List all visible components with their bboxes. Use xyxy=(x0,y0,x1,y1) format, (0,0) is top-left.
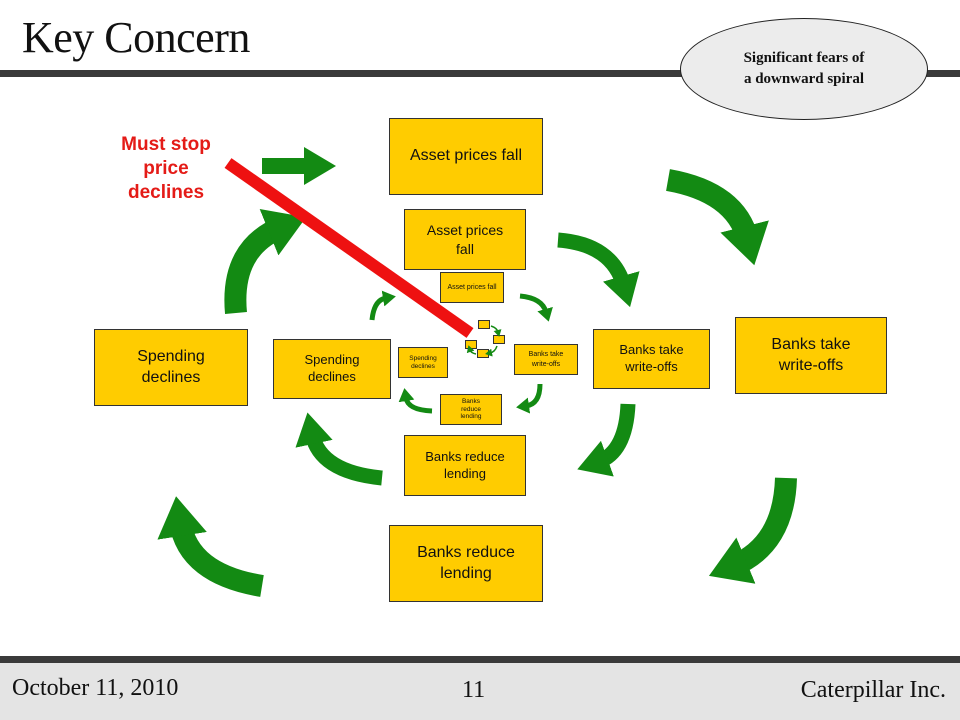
inner-arrow-right-to-bottom xyxy=(516,383,543,414)
outer-banks-write-offs-box: Banks take write-offs xyxy=(735,317,887,394)
inner-arrow-top-to-right xyxy=(519,293,553,322)
inner-asset-prices-label: Asset prices fall xyxy=(447,283,497,291)
outer-asset-prices-box: Asset prices fall xyxy=(389,118,543,195)
middle-banks-reduce-label: Banks reduce lending xyxy=(425,448,505,481)
inner-arrow-bottom-to-left xyxy=(398,388,433,414)
inner-banks-reduce-label: Banks reduce lending xyxy=(460,397,482,421)
outer-banks-reduce-box: Banks reduce lending xyxy=(389,525,543,602)
middle-spending-box: Spending declines xyxy=(273,339,391,399)
title-divider xyxy=(0,70,960,77)
inner-spending-box: Spending declines xyxy=(398,347,448,378)
middle-arrow-right-to-bottom xyxy=(577,403,636,477)
outer-banks-write-offs-label: Banks take write-offs xyxy=(771,335,851,374)
outer-arrow-left-to-top xyxy=(224,209,307,315)
tiny-arrow-2 xyxy=(485,345,498,357)
middle-banks-write-offs-box: Banks take write-offs xyxy=(593,329,710,389)
outer-arrow-bottom-to-left xyxy=(157,496,264,597)
slide-title: Key Concern xyxy=(22,13,250,62)
footer-company: Caterpillar Inc. xyxy=(800,677,946,703)
callout-line-2: a downward spiral xyxy=(743,71,864,87)
outer-arrow-top-to-right xyxy=(665,169,769,266)
inner-banks-reduce-box: Banks reduce lending xyxy=(440,394,502,425)
footer-page-number: 11 xyxy=(462,677,486,703)
tiny-box-top xyxy=(478,320,490,329)
footer-date: October 11, 2010 xyxy=(12,675,179,701)
callout-oval: Significant fears of a downward spiral xyxy=(680,18,928,120)
outer-spending-label: Spending declines xyxy=(137,347,205,386)
footer-divider xyxy=(0,656,960,663)
tiny-arrow-1 xyxy=(490,325,502,337)
middle-spending-label: Spending declines xyxy=(304,352,360,384)
middle-asset-prices-label: Asset prices fall xyxy=(426,222,504,257)
middle-arrow-top-to-right xyxy=(557,232,640,308)
inner-arrow-left-to-top xyxy=(369,290,396,321)
outer-banks-reduce-label: Banks reduce lending xyxy=(417,543,515,582)
outer-spending-box: Spending declines xyxy=(94,329,248,406)
inner-banks-write-offs-box: Banks take write-offs xyxy=(514,344,578,375)
middle-banks-write-offs-label: Banks take write-offs xyxy=(619,342,684,374)
stop-bar xyxy=(224,158,474,338)
inner-banks-write-offs-label: Banks take write-offs xyxy=(528,351,564,368)
inner-asset-prices-box: Asset prices fall xyxy=(440,272,504,303)
middle-asset-prices-box: Asset prices fall xyxy=(404,209,526,270)
stop-note: Must stop price declines xyxy=(121,134,211,203)
middle-banks-reduce-box: Banks reduce lending xyxy=(404,435,526,496)
tiny-arrow-3 xyxy=(466,345,477,355)
middle-arrow-bottom-to-left xyxy=(295,412,383,486)
callout-line-1: Significant fears of xyxy=(743,50,865,66)
inner-spending-label: Spending declines xyxy=(409,354,437,370)
outer-asset-prices-label: Asset prices fall xyxy=(409,147,523,165)
outer-arrow-right-to-bottom xyxy=(708,477,797,584)
footer-band xyxy=(0,663,960,720)
